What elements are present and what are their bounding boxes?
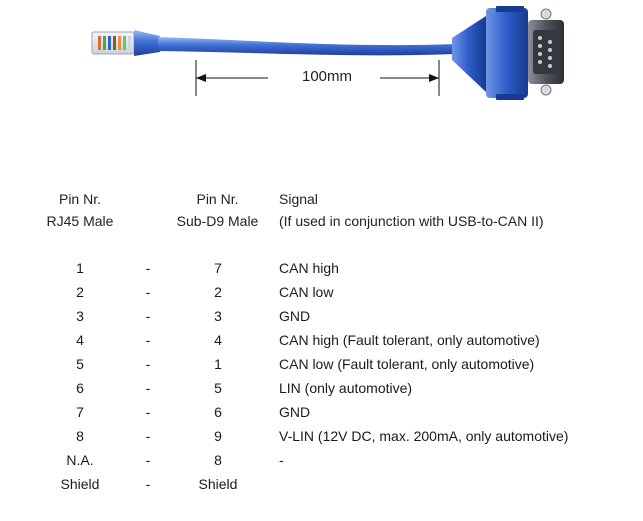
header-sub-d9-line1: Pin Nr. [196, 191, 239, 207]
header-rj45-line2: RJ45 Male [46, 213, 114, 229]
cell-rj45-pin: N.A. [66, 452, 94, 468]
cell-separator: - [145, 356, 151, 372]
header-rj45-line1: Pin Nr. [58, 191, 101, 207]
table-row: N.A. - 8 - [0, 448, 643, 472]
cell-rj45-pin: Shield [60, 476, 100, 492]
cell-signal: GND [279, 308, 311, 324]
cell-signal: GND [279, 404, 311, 420]
cell-separator: - [145, 260, 151, 276]
cell-separator: - [145, 332, 151, 348]
cell-rj45-pin: 5 [76, 356, 84, 372]
cell-rj45-pin: 7 [76, 404, 84, 420]
cell-rj45-pin: 1 [76, 260, 84, 276]
table-row: 1 - 7 CAN high [0, 256, 643, 280]
cell-sub-d9-pin: 1 [214, 356, 222, 372]
cell-separator: - [145, 428, 151, 444]
cable-body [158, 37, 455, 56]
header-sub-d9: Pin Nr. Sub-D9 Male [165, 188, 270, 232]
table-row: 2 - 2 CAN low [0, 280, 643, 304]
cell-sub-d9-pin: Shield [198, 476, 238, 492]
cable-drawing [91, 6, 564, 100]
cell-signal: CAN low (Fault tolerant, only automotive… [279, 356, 535, 372]
cell-rj45-pin: 6 [76, 380, 84, 396]
cell-rj45-pin: 2 [76, 284, 84, 300]
table-row: 6 - 5 LIN (only automotive) [0, 376, 643, 400]
header-rj45: Pin Nr. RJ45 Male [30, 188, 130, 232]
cell-sub-d9-pin: 9 [214, 428, 222, 444]
header-sub-d9-line2: Sub-D9 Male [176, 213, 259, 229]
cell-separator: - [145, 284, 151, 300]
table-row: 5 - 1 CAN low (Fault tolerant, only auto… [0, 352, 643, 376]
table-row: Shield - Shield [0, 472, 643, 496]
table-row: 3 - 3 GND [0, 304, 643, 328]
cell-sub-d9-pin: 7 [214, 260, 222, 276]
cell-separator: - [145, 404, 151, 420]
cell-rj45-pin: 3 [76, 308, 84, 324]
rj45-boot [134, 30, 160, 56]
pin-assignment-table: Pin Nr. RJ45 Male Pin Nr. Sub-D9 Male Si… [0, 188, 643, 508]
cell-signal: - [279, 452, 284, 468]
cell-sub-d9-pin: 5 [214, 380, 222, 396]
cell-separator: - [145, 308, 151, 324]
header-signal-line2: (If used in conjunction with USB-to-CAN … [279, 213, 544, 229]
cell-sub-d9-pin: 8 [214, 452, 222, 468]
cell-sub-d9-pin: 6 [214, 404, 222, 420]
cell-signal: CAN low [279, 284, 334, 300]
cell-separator: - [145, 380, 151, 396]
dimension-marker [195, 60, 440, 96]
cell-sub-d9-pin: 3 [214, 308, 222, 324]
rj45-plug [91, 31, 135, 55]
cell-separator: - [145, 476, 151, 492]
dimension-label: 100mm [301, 68, 353, 85]
header-signal-line1: Signal [279, 191, 318, 207]
cell-rj45-pin: 4 [76, 332, 84, 348]
cell-signal: CAN high (Fault tolerant, only automotiv… [279, 332, 540, 348]
table-row: 4 - 4 CAN high (Fault tolerant, only aut… [0, 328, 643, 352]
table-row: 7 - 6 GND [0, 400, 643, 424]
header-signal: Signal (If used in conjunction with USB-… [279, 188, 544, 232]
cell-signal: CAN high [279, 260, 339, 276]
cell-sub-d9-pin: 4 [214, 332, 222, 348]
sub-d9-connector [452, 6, 564, 100]
cell-rj45-pin: 8 [76, 428, 84, 444]
cell-separator: - [145, 452, 151, 468]
cell-sub-d9-pin: 2 [214, 284, 222, 300]
cell-signal: V-LIN (12V DC, max. 200mA, only automoti… [279, 428, 569, 444]
cell-signal: LIN (only automotive) [279, 380, 413, 396]
cable-illustration: 100mm [0, 0, 643, 115]
table-row: 8 - 9 V-LIN (12V DC, max. 200mA, only au… [0, 424, 643, 448]
